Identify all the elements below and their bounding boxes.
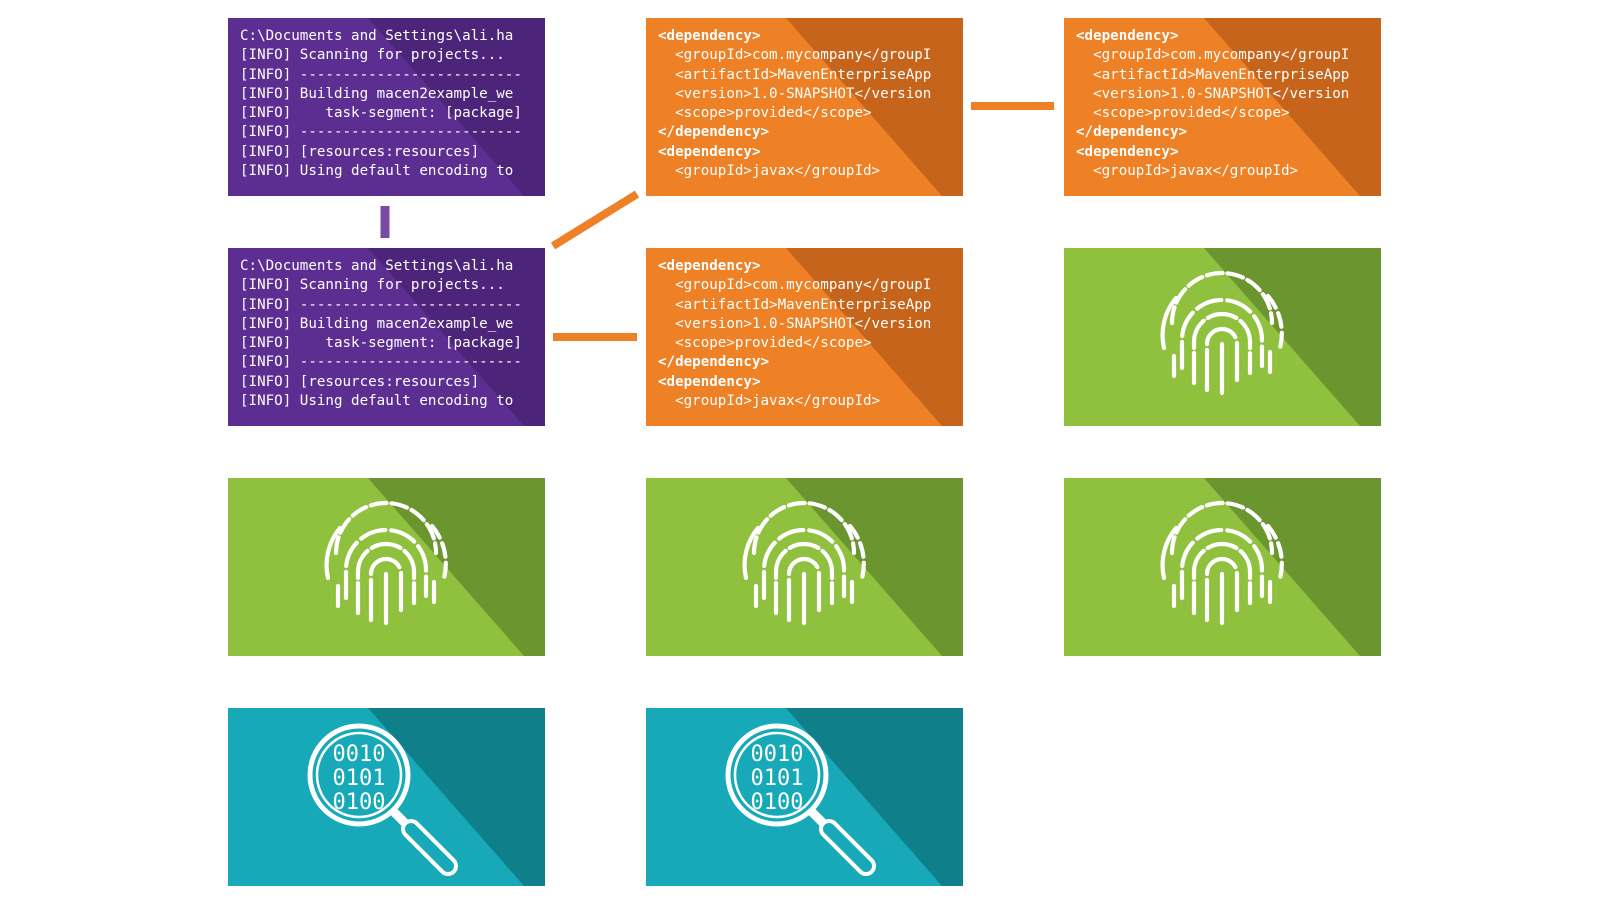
- tile-background: [646, 478, 963, 656]
- terminal-tile-2: C:\Documents and Settings\ali.ha[INFO] S…: [228, 248, 545, 426]
- xml-snippet: <dependency> <groupId>com.mycompany</gro…: [658, 28, 932, 180]
- magnifier-binary-icon: 0010 0101 0100: [307, 723, 458, 876]
- binary-row: 0100: [333, 790, 386, 815]
- magnifier-binary-icon: 0010 0101 0100: [725, 723, 876, 876]
- tile-background: [228, 18, 545, 196]
- binary-row: 0010: [751, 742, 804, 767]
- xml-snippet: <dependency> <groupId>com.mycompany</gro…: [658, 258, 932, 410]
- fingerprint-icon: [324, 500, 448, 626]
- binary-row: 0101: [751, 766, 804, 791]
- xml-tile-3: <dependency> <groupId>com.mycompany</gro…: [646, 248, 963, 426]
- terminal-tile-1: C:\Documents and Settings\ali.ha[INFO] S…: [228, 18, 545, 196]
- tile-background: [228, 478, 545, 656]
- tile-background: [646, 708, 963, 886]
- xml-tile-1: <dependency> <groupId>com.mycompany</gro…: [646, 18, 963, 196]
- fingerprint-tile-4: [1064, 478, 1381, 656]
- tile-background: [228, 708, 545, 886]
- tile-background: [646, 18, 963, 196]
- fingerprint-tile-1: [1064, 248, 1381, 426]
- terminal-output: C:\Documents and Settings\ali.ha[INFO] S…: [240, 258, 522, 410]
- fingerprint-tile-2: [228, 478, 545, 656]
- binary-row: 0100: [751, 790, 804, 815]
- terminal-output: C:\Documents and Settings\ali.ha[INFO] S…: [240, 28, 522, 180]
- fingerprint-icon: [1160, 500, 1284, 626]
- tile-background: [228, 248, 545, 426]
- fingerprint-tile-3: [646, 478, 963, 656]
- tile-background: [1064, 478, 1381, 656]
- search-tile-1: 0010 0101 0100: [228, 708, 545, 886]
- fingerprint-icon: [742, 500, 866, 626]
- connector-orange-diagonal: [550, 190, 640, 250]
- binary-row: 0101: [333, 766, 386, 791]
- binary-row: 0010: [333, 742, 386, 767]
- tile-background: [646, 248, 963, 426]
- fingerprint-icon: [1160, 270, 1284, 396]
- search-tile-2: 0010 0101 0100: [646, 708, 963, 886]
- tile-background: [1064, 18, 1381, 196]
- xml-snippet: <dependency> <groupId>com.mycompany</gro…: [1076, 28, 1350, 180]
- tile-background: [1064, 248, 1381, 426]
- xml-tile-2: <dependency> <groupId>com.mycompany</gro…: [1064, 18, 1381, 196]
